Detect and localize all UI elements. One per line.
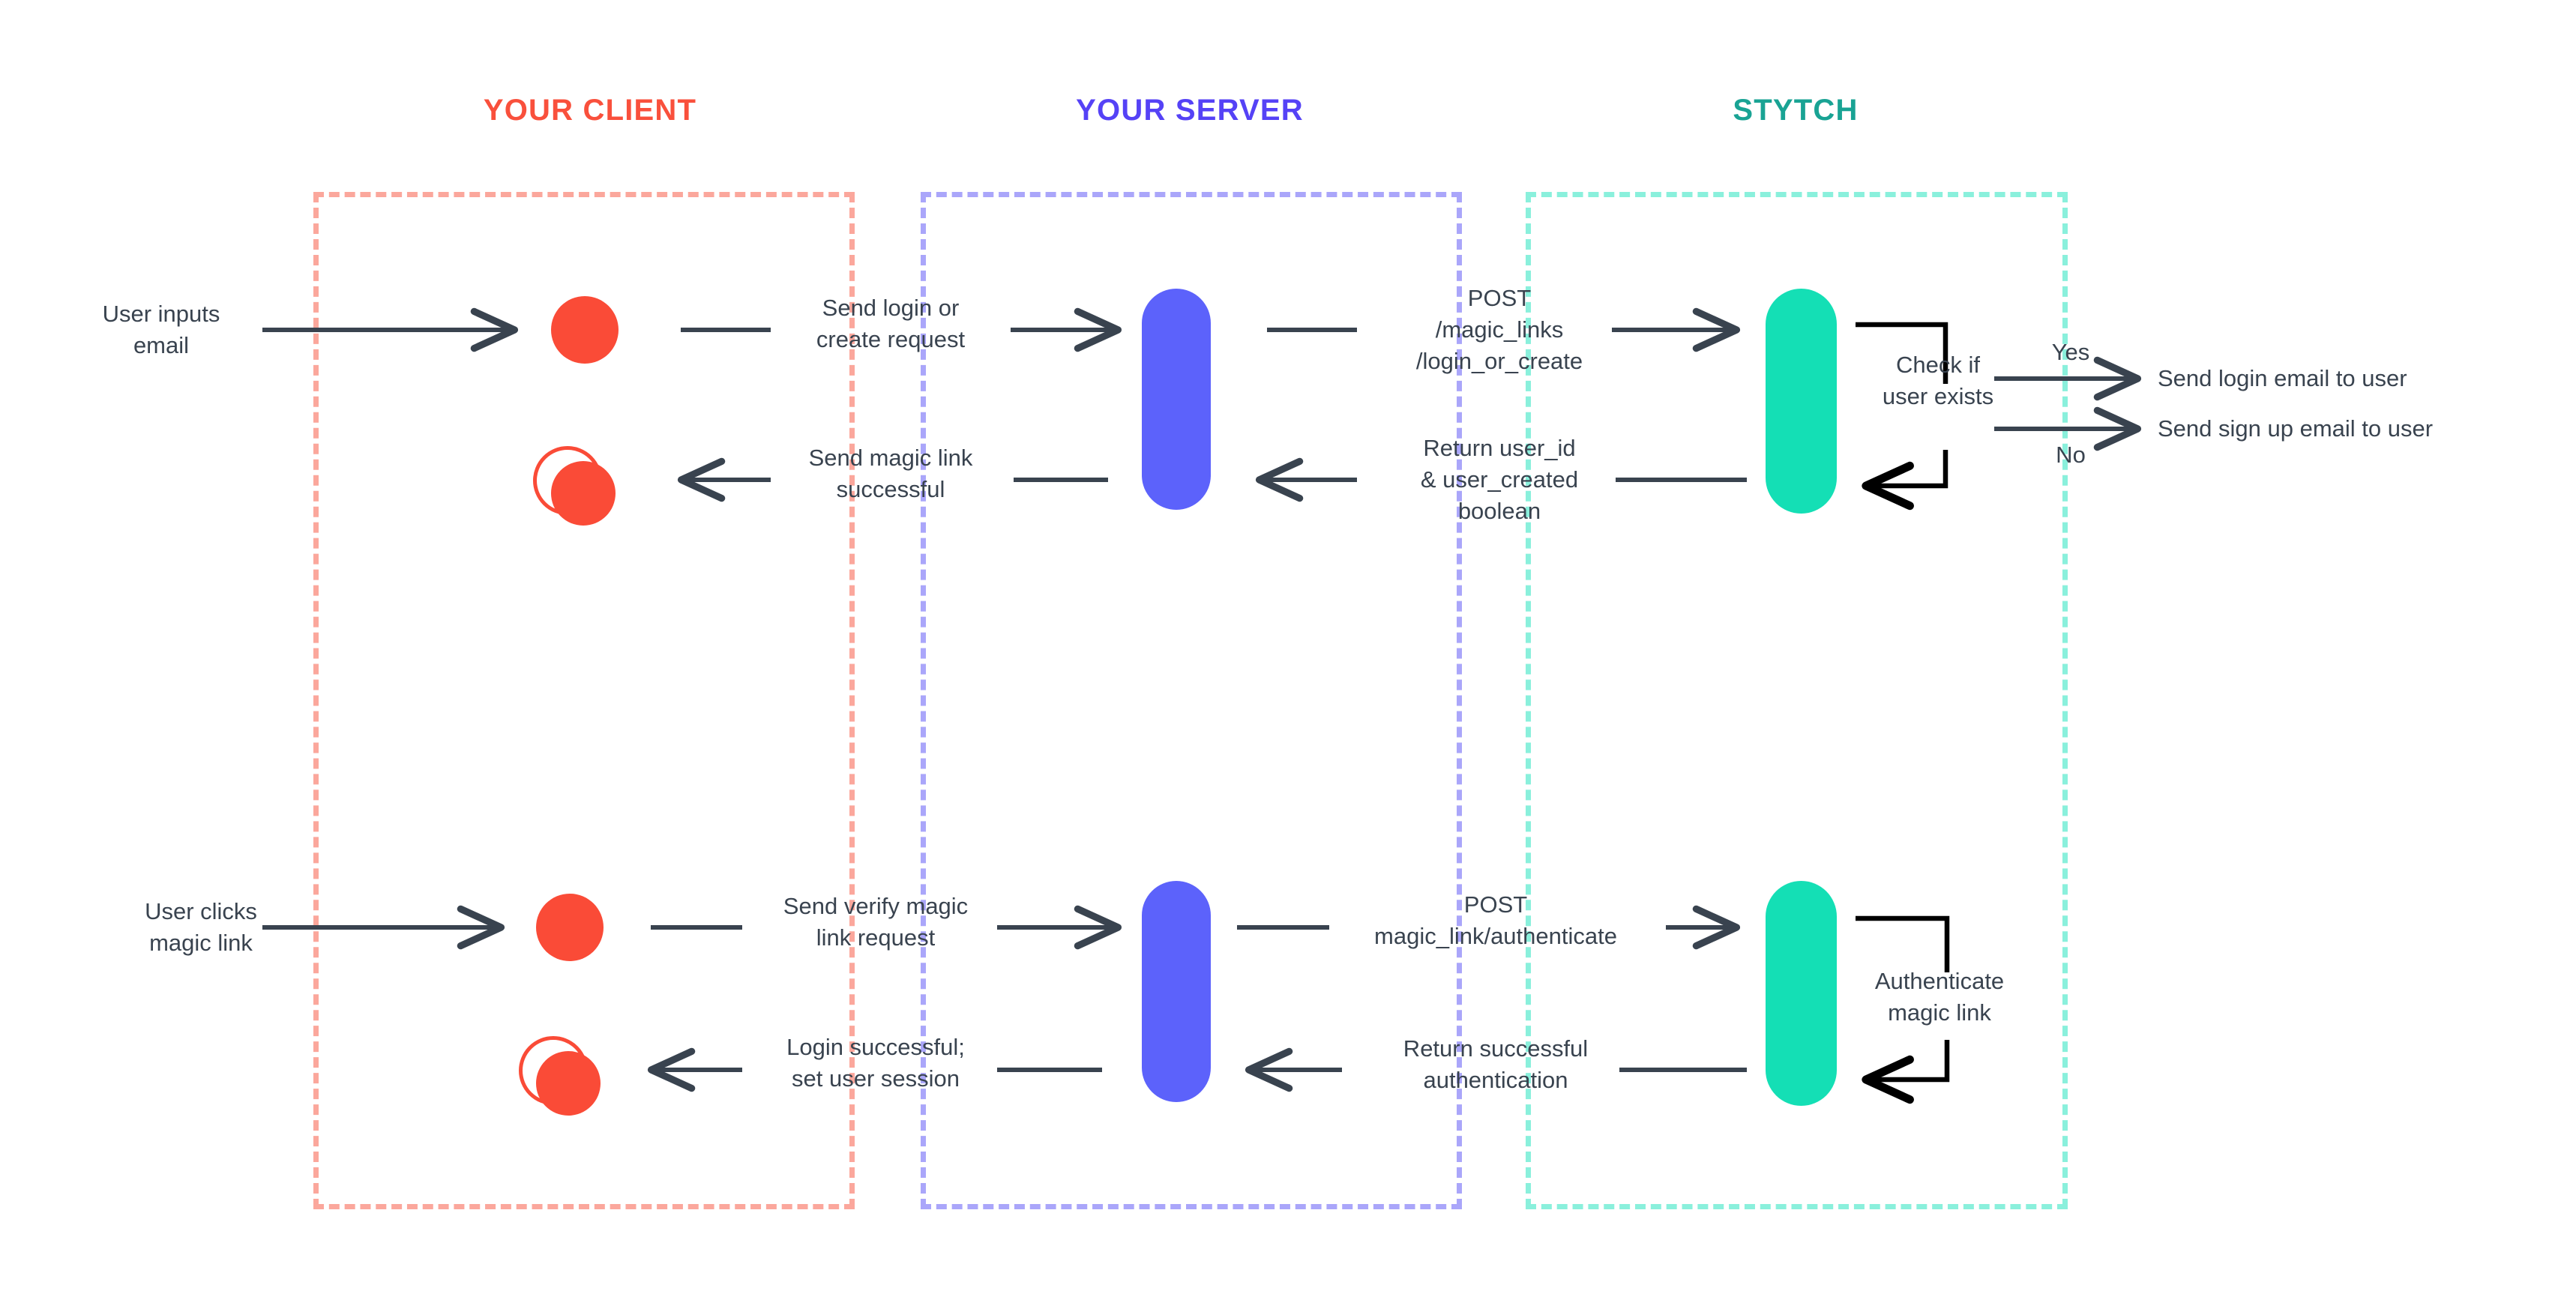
server-node-pill-bottom — [1142, 881, 1211, 1102]
label-post-magic-link-authenticate: POST magic_link/authenticate — [1374, 891, 1617, 949]
label-send-login-email-to-user: Send login email to user — [2158, 364, 2407, 391]
swimlane-server — [921, 192, 1462, 1209]
label-send-login-or-create-request: Send login or create request — [816, 294, 966, 352]
column-header-your-client: YOUR CLIENT — [483, 94, 697, 127]
stytch-node-pill-top — [1766, 289, 1837, 514]
client-node-ring-inner-top — [551, 461, 616, 526]
label-user-clicks-magic-link: User clicks magic link — [145, 897, 257, 956]
label-user-inputs-email: User inputs email — [102, 300, 220, 358]
label-send-sign-up-email-to-user: Send sign up email to user — [2158, 415, 2434, 442]
label-send-magic-link-successful: Send magic link successful — [808, 444, 973, 502]
client-node-dot-top — [551, 296, 619, 364]
label-post-magic-links-login-or-create: POST /magic_links /login_or_create — [1415, 284, 1583, 375]
server-node-pill-top — [1142, 289, 1211, 510]
swimlane-client — [313, 192, 855, 1209]
stytch-node-pill-bottom — [1766, 881, 1837, 1106]
label-return-successful-authentication: Return successful authentication — [1403, 1035, 1589, 1093]
label-return-user-id-and-user-created-boolean: Return user_id & user_created boolean — [1420, 434, 1579, 525]
label-send-verify-magic-link-request: Send verify magic link request — [783, 892, 969, 951]
label-branch-yes: Yes — [2051, 338, 2090, 365]
label-branch-no: No — [2056, 441, 2086, 468]
column-header-stytch: STYTCH — [1733, 94, 1859, 127]
client-node-ring-inner-bottom — [536, 1051, 601, 1116]
label-authenticate-magic-link: Authenticate magic link — [1874, 967, 2005, 1026]
column-header-your-server: YOUR SERVER — [1076, 94, 1304, 127]
label-check-if-user-exists: Check if user exists — [1882, 351, 1994, 409]
label-login-successful-set-user-session: Login successful; set user session — [786, 1033, 965, 1092]
client-node-dot-bottom — [536, 894, 604, 961]
swimlane-stytch — [1526, 192, 2068, 1209]
